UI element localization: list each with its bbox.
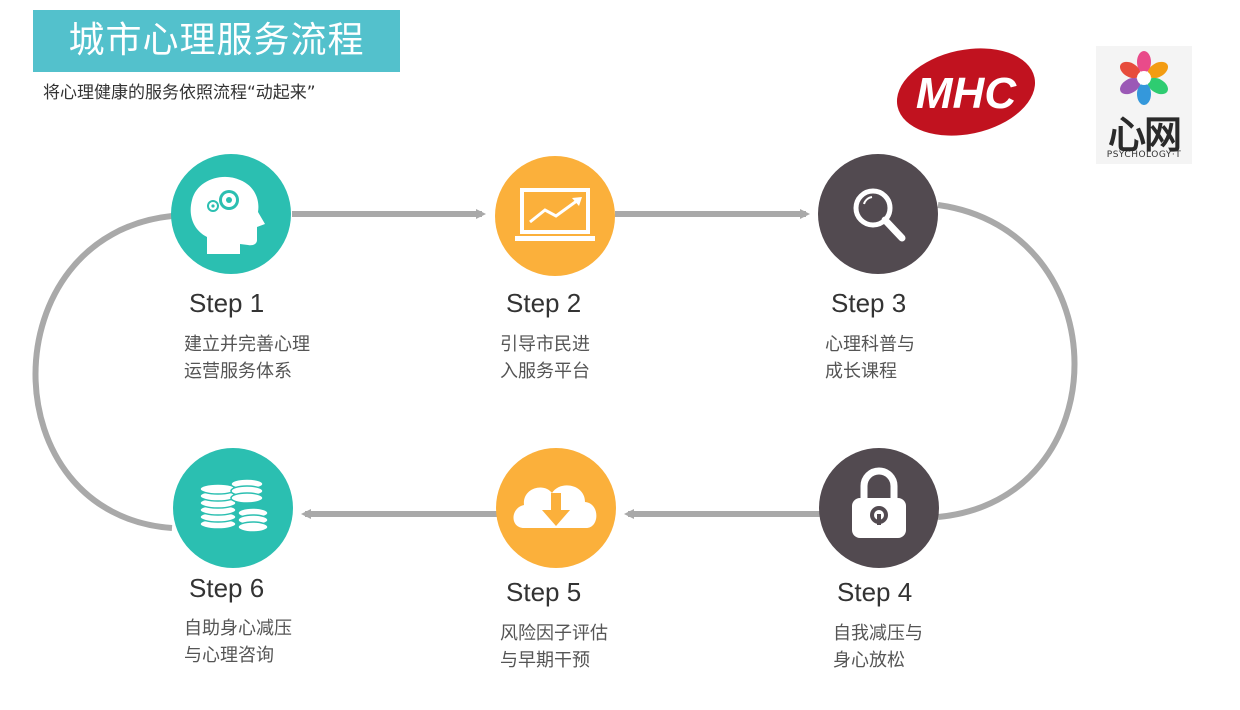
step-6-description: 自助身心减压 与心理咨询 <box>184 615 292 669</box>
step-5-label: Step 5 <box>506 577 582 607</box>
step-2-desc-line2: 入服务平台 <box>500 361 590 382</box>
step-5-description: 风险因子评估 与早期干预 <box>500 620 608 674</box>
arc-step3-to-step4 <box>937 202 1078 520</box>
magnifier-icon <box>853 188 906 242</box>
step-3-desc-line2: 成长课程 <box>825 361 897 382</box>
step-4-node <box>819 448 939 568</box>
step-2-label: Step 2 <box>506 288 582 318</box>
step-4-desc-line2: 身心放松 <box>833 650 905 671</box>
xinwang-logo: 心网 PSYCHOLOGY·T <box>1096 46 1192 164</box>
step-3-label: Step 3 <box>831 288 907 318</box>
mhc-logo: MHC <box>896 48 1036 136</box>
flower-logo-icon <box>1119 51 1169 105</box>
step-1-description: 建立并完善心理 运营服务体系 <box>184 331 310 385</box>
step-2-description: 引导市民进 入服务平台 <box>500 331 590 385</box>
step-2-desc-line1: 引导市民进 <box>500 334 590 355</box>
step-2-node <box>495 156 615 276</box>
xinwang-logo-subtext: PSYCHOLOGY·T <box>1106 150 1182 160</box>
step-6-desc-line2: 与心理咨询 <box>184 645 274 666</box>
step-5-desc-line2: 与早期干预 <box>500 650 590 671</box>
step-5-desc-line1: 风险因子评估 <box>500 623 608 644</box>
page-subtitle: 将心理健康的服务依照流程“动起来” <box>43 83 316 103</box>
step-3-desc-line1: 心理科普与 <box>825 334 915 355</box>
step-3-node <box>818 154 938 274</box>
step-6-node <box>173 448 293 568</box>
step-1-desc-line2: 运营服务体系 <box>184 361 292 382</box>
step-4-description: 自我减压与 身心放松 <box>833 620 923 674</box>
step-6-desc-line1: 自助身心减压 <box>184 618 292 639</box>
step-5-node <box>496 448 616 568</box>
laptop-chart-icon <box>515 188 595 241</box>
head-gears-icon <box>190 176 265 254</box>
cloud-download-icon <box>513 485 597 528</box>
step-4-desc-line1: 自我减压与 <box>833 623 923 644</box>
step-4-label: Step 4 <box>837 577 913 607</box>
step-6-label: Step 6 <box>189 573 265 603</box>
step-1-desc-line1: 建立并完善心理 <box>184 334 310 355</box>
coins-icon <box>199 478 269 533</box>
step-1-node <box>171 154 291 274</box>
step-3-description: 心理科普与 成长课程 <box>825 331 915 385</box>
padlock-icon <box>852 467 906 538</box>
mhc-logo-text: MHC <box>916 69 1017 118</box>
step-1-label: Step 1 <box>189 288 265 318</box>
xinwang-logo-text: 心网 <box>1107 113 1182 157</box>
page-title: 城市心理服务流程 <box>33 10 400 72</box>
arc-step6-to-step1 <box>32 213 173 531</box>
